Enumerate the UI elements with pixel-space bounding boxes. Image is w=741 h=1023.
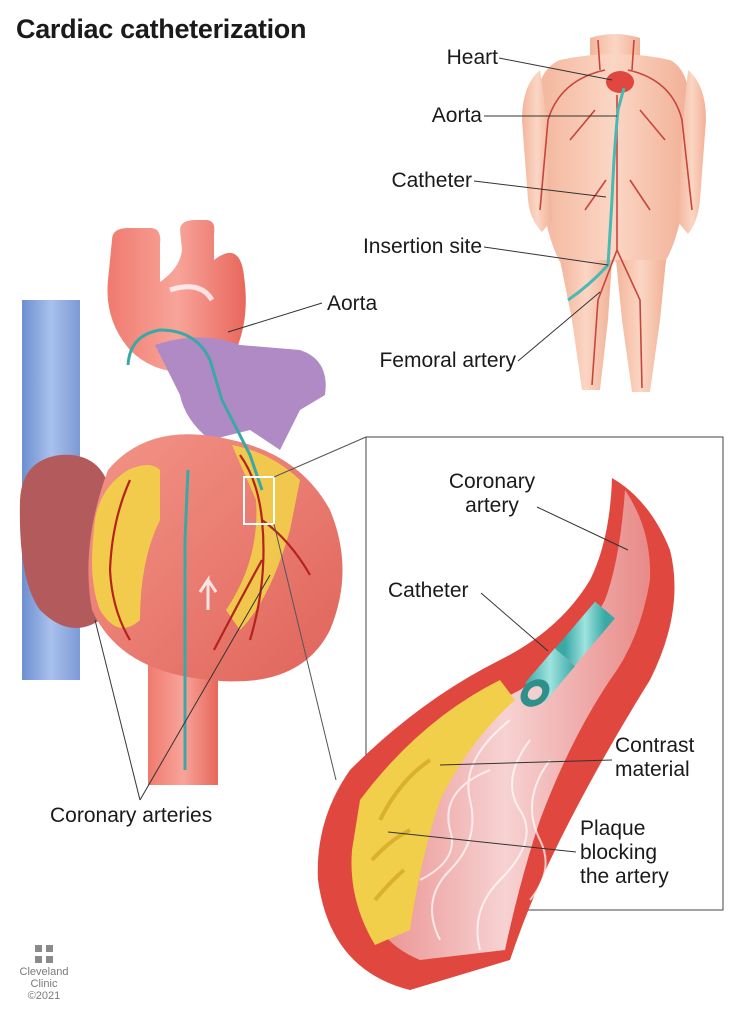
label-inset-coronary: Coronary artery <box>434 470 550 518</box>
body-catheter <box>567 87 626 302</box>
page-title: Cardiac catheterization <box>16 14 307 44</box>
contrast-material <box>419 719 551 951</box>
body-heart <box>606 71 634 93</box>
label-inset-coronary-line1: Coronary <box>448 470 536 493</box>
pulmonary-trunk <box>155 337 326 450</box>
label-heart-aorta: Aorta <box>327 292 378 315</box>
label-contrast-material: Contrast material <box>615 734 694 782</box>
label-inset-coronary-line2: artery <box>465 494 519 517</box>
label-plaque-line1: Plaque <box>580 817 646 840</box>
logo-copyright: ©2021 <box>27 990 61 1002</box>
cleveland-clinic-mark-icon <box>35 945 53 963</box>
label-inset-catheter: Catheter <box>388 579 469 602</box>
label-plaque-line2: blocking <box>580 841 658 864</box>
leader-lines <box>94 57 629 853</box>
body-figure <box>522 34 706 392</box>
label-contrast-line1: Contrast <box>615 734 695 757</box>
label-coronary-arteries: Coronary arteries <box>50 804 213 827</box>
cleveland-clinic-logo: Cleveland Clinic ©2021 <box>16 945 72 1002</box>
logo-line1: Cleveland <box>19 966 69 978</box>
label-insertion-site: Insertion site <box>362 235 482 258</box>
label-femoral-artery: Femoral artery <box>379 349 516 372</box>
aortic-arch <box>107 220 246 373</box>
artery-cross-section <box>317 478 675 990</box>
heart-illustration <box>19 220 343 785</box>
inset-catheter <box>520 601 615 707</box>
zoom-highlight-box <box>243 476 275 525</box>
label-heart: Heart <box>446 46 498 69</box>
label-plaque: Plaque blocking the artery <box>580 817 669 889</box>
label-body-aorta: Aorta <box>431 104 482 127</box>
label-body-catheter: Catheter <box>391 169 472 192</box>
logo-line2: Clinic <box>30 978 58 990</box>
label-plaque-line3: the artery <box>580 865 669 888</box>
label-contrast-line2: material <box>615 758 690 781</box>
